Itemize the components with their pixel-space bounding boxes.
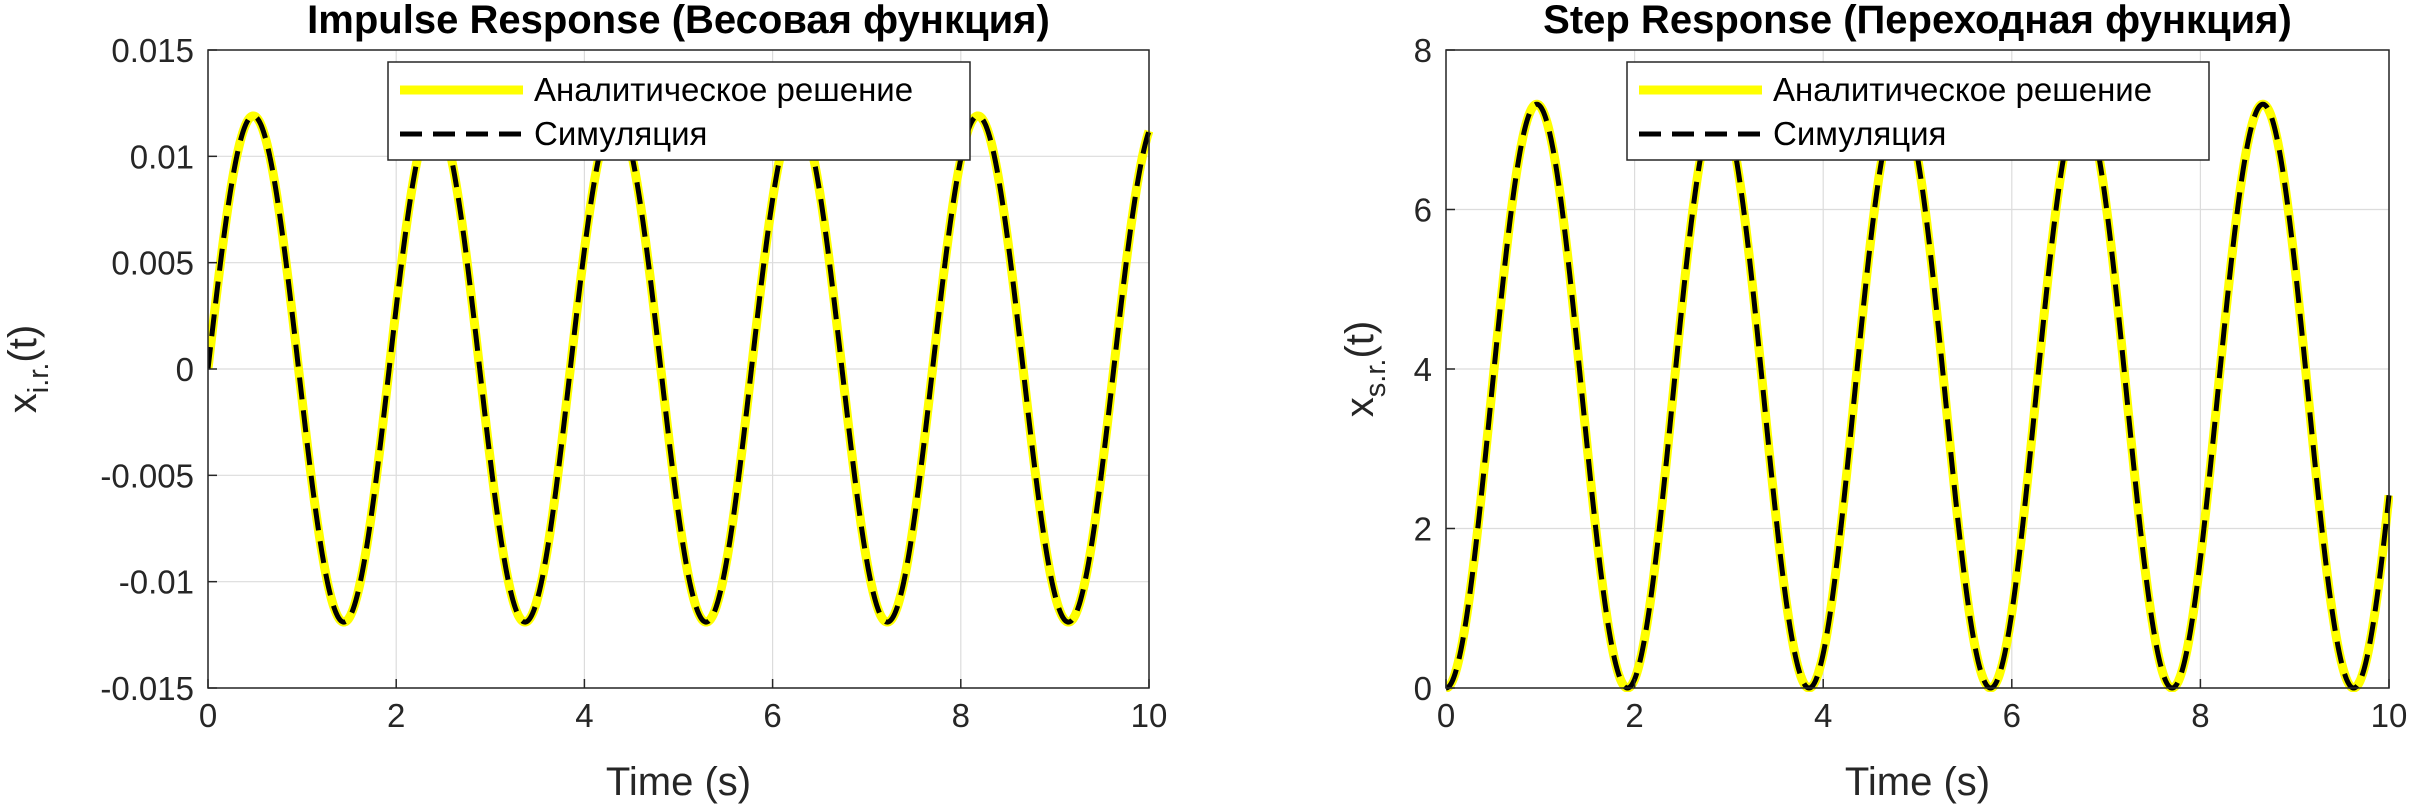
y-tick-label: -0.005: [100, 457, 194, 494]
x-axis-label: Time (s): [606, 760, 751, 804]
x-tick-label: 4: [575, 697, 593, 734]
x-axis-label: Time (s): [1845, 760, 1990, 804]
series-simulation-line: [208, 113, 1152, 625]
chart-title: Impulse Response (Весовая функция): [307, 0, 1050, 42]
y-tick-label: 0: [176, 351, 194, 388]
y-tick-label: 6: [1414, 192, 1432, 229]
y-axis-label-suffix: (t): [1338, 321, 1382, 359]
x-tick-label: 4: [1814, 697, 1832, 734]
y-axis-label-subscript: s.r.: [1360, 359, 1392, 398]
y-tick-label: 0.015: [111, 32, 194, 69]
x-tick-label: 10: [2371, 697, 2408, 734]
y-tick-label: 4: [1414, 351, 1432, 388]
y-axis-label: xi.r.(t): [1, 325, 55, 413]
y-tick-label: 0.01: [130, 138, 194, 175]
y-tick-label: -0.015: [100, 670, 194, 707]
y-tick-label: 0: [1414, 670, 1432, 707]
x-tick-label: 10: [1131, 697, 1168, 734]
x-tick-label: 8: [2191, 697, 2209, 734]
y-axis-label-base: x: [1338, 397, 1382, 417]
legend-box: [1626, 61, 2210, 161]
x-tick-label: 6: [763, 697, 781, 734]
y-axis-label-base: x: [1, 393, 45, 413]
legend-label-simulation: Симуляция: [534, 115, 707, 152]
legend-label-analytical: Аналитическое решение: [534, 71, 913, 108]
x-tick-label: 8: [952, 697, 970, 734]
y-tick-label: 8: [1414, 32, 1432, 69]
y-tick-label: 0.005: [111, 245, 194, 282]
step-response-panel: 0 2 4 6 8 10 0 2 4 6 8 Step Response (Переходная фу…: [1338, 0, 2407, 804]
x-tick-label: 0: [1437, 697, 1455, 734]
x-tick-label: 2: [387, 697, 405, 734]
x-tick-label: 6: [2003, 697, 2021, 734]
y-axis-label-subscript: i.r.: [23, 363, 55, 394]
legend-label-simulation: Симуляция: [1773, 115, 1946, 152]
x-tick-label: 0: [199, 697, 217, 734]
x-tick-label: 2: [1625, 697, 1643, 734]
chart-title: Step Response (Переходная функция): [1543, 0, 2292, 42]
y-tick-label: 2: [1414, 511, 1432, 548]
y-tick-label: -0.01: [119, 564, 194, 601]
legend-box: [387, 61, 971, 161]
impulse-response-panel: 0 2 4 6 8 10 -0.015 -0.01 -0.005 0 0.005 0.01 0.015 I…: [1, 0, 1167, 804]
legend-label-analytical: Аналитическое решение: [1773, 71, 2152, 108]
y-axis-label: xs.r.(t): [1338, 321, 1392, 417]
y-axis-label-suffix: (t): [1, 325, 45, 363]
